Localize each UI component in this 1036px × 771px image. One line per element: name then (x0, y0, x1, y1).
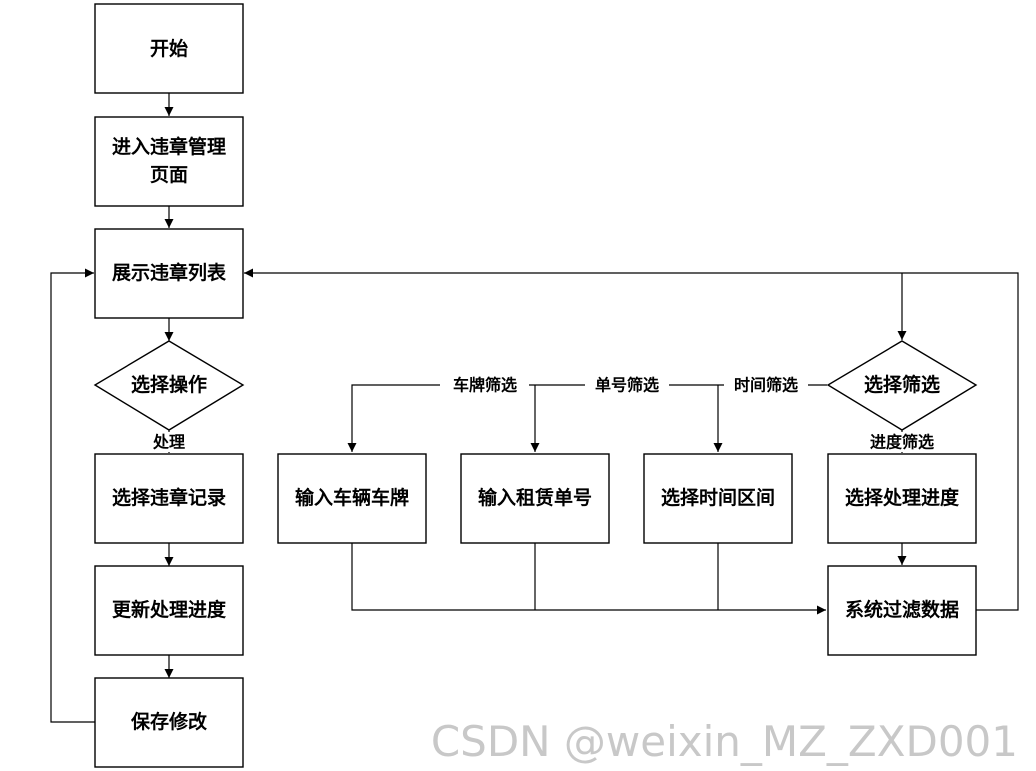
node-select-progress: 选择处理进度 (827, 453, 977, 544)
edge-labels: 处理 车牌筛选 单号筛选 时间筛选 进度筛选 (148, 375, 943, 452)
node-select-record-label: 选择违章记录 (112, 486, 226, 509)
node-save-changes-label: 保存修改 (130, 710, 208, 733)
node-choose-filter: 选择筛选 (826, 340, 978, 431)
node-system-filter-label: 系统过滤数据 (845, 598, 959, 621)
node-input-plate-label: 输入车辆车牌 (295, 486, 409, 509)
edge-filter-return (244, 268, 1019, 611)
edge-plate-to-system (351, 543, 826, 615)
node-save-changes: 保存修改 (94, 677, 244, 768)
edge-plate-branch (347, 384, 827, 452)
label-order-filter: 单号筛选 (595, 376, 659, 395)
node-input-order: 输入租赁单号 (460, 453, 610, 544)
watermark: CSDN @weixin_MZ_ZXD001 (431, 717, 1018, 766)
node-show-list-label: 展示违章列表 (112, 261, 227, 284)
node-select-time: 选择时间区间 (643, 453, 793, 544)
node-enter-page-line2: 页面 (150, 164, 188, 186)
node-show-list: 展示违章列表 (94, 228, 244, 319)
node-choose-op: 选择操作 (93, 340, 245, 431)
node-update-progress-label: 更新处理进度 (112, 598, 227, 621)
edge-save-loop-back (50, 268, 95, 723)
node-update-progress: 更新处理进度 (94, 565, 244, 656)
node-start: 开始 (94, 3, 244, 94)
node-input-plate: 输入车辆车牌 (277, 453, 427, 544)
node-input-order-label: 输入租赁单号 (478, 486, 592, 509)
label-progress-filter: 进度筛选 (870, 433, 934, 452)
node-system-filter: 系统过滤数据 (827, 565, 977, 656)
node-start-label: 开始 (150, 37, 188, 60)
label-time-filter: 时间筛选 (734, 376, 798, 395)
node-enter-page: 进入违章管理 页面 (94, 116, 244, 207)
label-process: 处理 (152, 433, 185, 452)
node-choose-op-label: 选择操作 (131, 373, 207, 396)
node-choose-filter-label: 选择筛选 (864, 373, 940, 396)
node-select-progress-label: 选择处理进度 (845, 486, 960, 509)
node-select-record: 选择违章记录 (94, 453, 244, 544)
node-select-time-label: 选择时间区间 (661, 487, 775, 509)
node-enter-page-line1: 进入违章管理 (112, 135, 226, 158)
label-plate-filter: 车牌筛选 (453, 376, 517, 395)
